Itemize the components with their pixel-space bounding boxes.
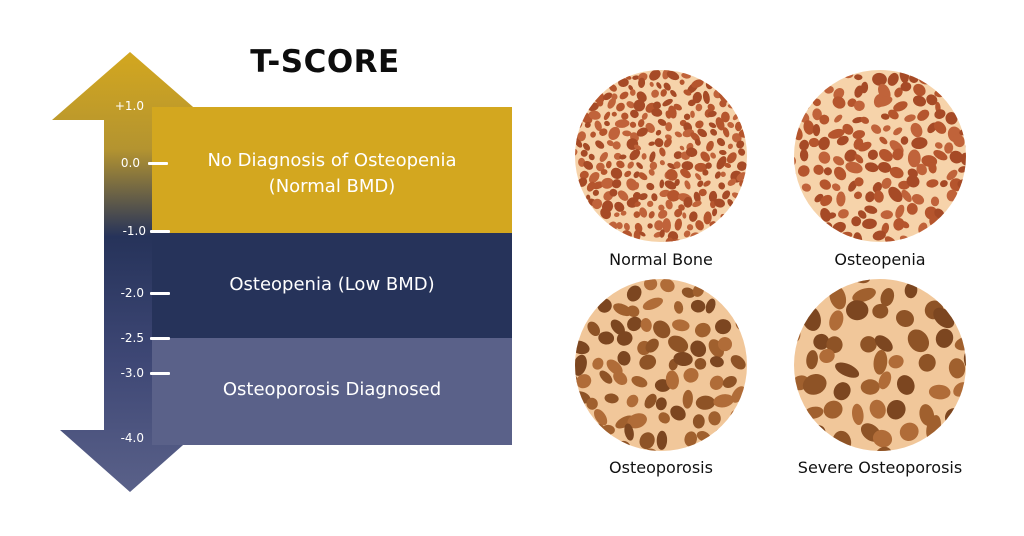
- band-osteopenia: [152, 233, 512, 338]
- osteoporosis-bone-caption: Osteoporosis: [609, 458, 713, 477]
- tick-label: -4.0: [120, 431, 144, 445]
- page-title: T-SCORE: [250, 44, 400, 80]
- band-normal-label-line1: No Diagnosis of Osteopenia: [207, 150, 457, 171]
- tick-mark: [150, 337, 170, 340]
- severe-osteoporosis-bone-caption: Severe Osteoporosis: [797, 458, 963, 477]
- tick-mark: [150, 372, 170, 375]
- double-arrow: [52, 52, 208, 492]
- band-normal-label: No Diagnosis of Osteopenia (Normal BMD): [152, 148, 512, 200]
- band-osteopenia-label: Osteopenia (Low BMD): [229, 274, 435, 295]
- normal-bone-caption: Normal Bone: [609, 250, 713, 269]
- tick-mark: [150, 292, 170, 295]
- tick-label: -1.0: [122, 224, 146, 238]
- severe-osteoporosis-bone-image: [794, 279, 966, 451]
- osteoporosis-bone-image: [575, 279, 747, 451]
- osteopenia-bone-image: [794, 70, 966, 242]
- osteopenia-bone-caption: Osteopenia: [834, 250, 926, 269]
- tick-label: -2.5: [120, 331, 144, 345]
- tick-mark: [150, 230, 170, 233]
- band-normal-label-line2: (Normal BMD): [268, 176, 396, 197]
- band-osteoporosis-label: Osteoporosis Diagnosed: [222, 379, 442, 400]
- tick-label: -2.0: [120, 286, 144, 300]
- tick-label: +1.0: [114, 99, 144, 113]
- tick-label: 0.0: [120, 156, 140, 170]
- tick-label: -3.0: [120, 366, 144, 380]
- t-score-scale: [52, 52, 512, 492]
- tick-mark: [148, 162, 168, 165]
- band-osteoporosis: [152, 338, 512, 445]
- band-normal: [152, 107, 512, 233]
- normal-bone-image: [575, 70, 747, 242]
